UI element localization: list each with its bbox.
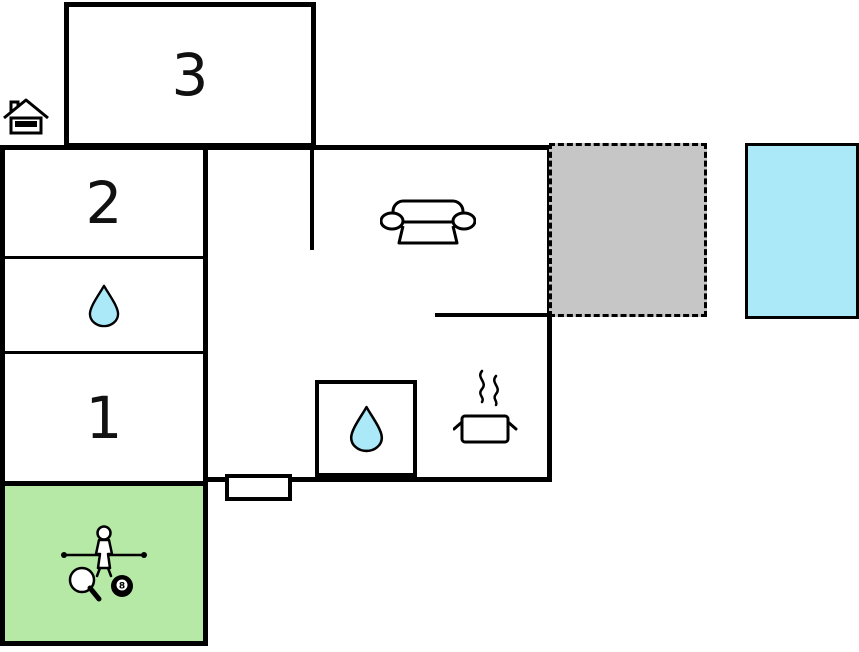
- game-room-icons: 8: [61, 525, 147, 602]
- room-bathroom-main: [315, 380, 417, 477]
- room-bedroom-3: 3: [64, 2, 316, 148]
- water-drop-icon: [349, 405, 383, 453]
- inner-wall-vertical: [310, 150, 314, 250]
- wall-divider: [5, 256, 203, 259]
- room-3-label: 3: [171, 41, 209, 109]
- room-1-label: 1: [85, 383, 123, 452]
- wall-divider: [5, 351, 203, 354]
- room-bedroom-1: 1: [5, 354, 203, 481]
- steam-icon: [493, 374, 499, 407]
- right-wing: [203, 145, 552, 482]
- cooking-pot-icon: [453, 369, 518, 444]
- water-drop-icon: [88, 284, 120, 327]
- inner-wall-horizontal: [435, 313, 547, 317]
- pool: [745, 143, 859, 319]
- room-bedroom-2: 2: [5, 150, 203, 256]
- wall-divider-thick: [5, 481, 203, 486]
- room-bathroom-small: [5, 259, 203, 351]
- table-tennis-paddle-icon: [68, 566, 102, 602]
- sofa-icon: [380, 199, 476, 245]
- entrance-door: [225, 474, 292, 501]
- room-2-label: 2: [85, 169, 123, 237]
- house-icon: [3, 98, 49, 135]
- foosball-player-icon: [61, 525, 147, 578]
- room-activity: 8: [5, 486, 203, 641]
- steam-icon: [479, 369, 485, 404]
- eight-ball-number: 8: [119, 582, 125, 592]
- terrace: [549, 143, 707, 317]
- eight-ball-icon: 8: [111, 575, 133, 597]
- left-wing: 2 1: [0, 145, 208, 646]
